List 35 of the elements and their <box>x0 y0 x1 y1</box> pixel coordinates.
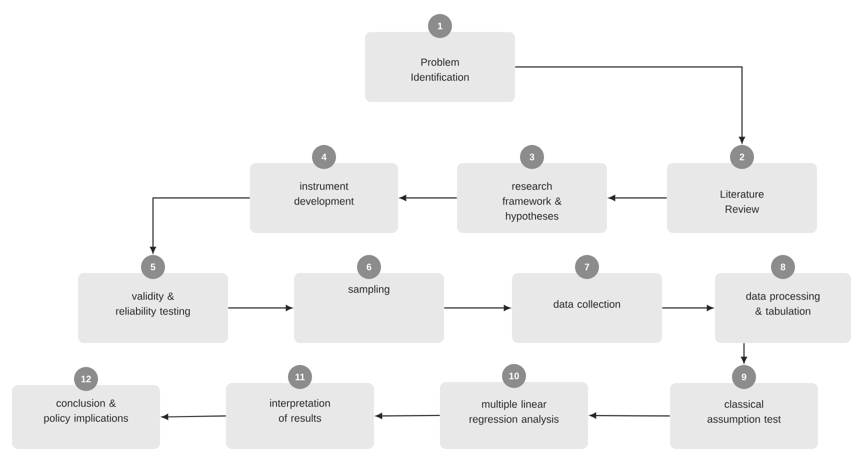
arrow <box>150 197 250 254</box>
arrow <box>608 194 667 201</box>
process-box: conclusion & policy implications <box>12 384 160 449</box>
process-box: interpretation of results <box>226 382 374 449</box>
number-badge: 9 <box>732 364 756 389</box>
number-badge: 2 <box>730 144 754 169</box>
number-badge: 3 <box>520 144 544 169</box>
number-badge: 12 <box>74 366 98 391</box>
arrow <box>228 304 292 311</box>
number-badge: 5 <box>141 254 165 279</box>
process-box: Literature Review <box>667 162 817 233</box>
arrow <box>162 414 226 420</box>
process-box: data processing & tabulation <box>715 272 851 343</box>
arrow <box>515 66 745 144</box>
arrow <box>741 343 747 364</box>
process-box: instrument development <box>250 162 398 233</box>
process-box: multiple linear regression analysis <box>440 382 588 449</box>
number-badge: 1 <box>428 14 452 38</box>
process-box: research framework & hypotheses <box>457 162 607 233</box>
arrow <box>662 304 714 311</box>
number-badge: 8 <box>771 254 795 279</box>
arrow <box>400 194 457 201</box>
number-badge: 10 <box>502 364 526 388</box>
number-badge: 4 <box>312 144 336 169</box>
process-box: classical assumption test <box>670 382 818 449</box>
process-box: Problem Identification <box>365 32 515 102</box>
number-badge: 7 <box>575 254 599 279</box>
arrow <box>590 412 670 419</box>
process-box: data collection <box>512 272 662 343</box>
number-badge: 6 <box>357 254 381 279</box>
arrow <box>376 412 440 419</box>
process-box: validity & reliability testing <box>78 272 228 343</box>
arrow <box>444 304 510 311</box>
process-box: sampling <box>294 272 444 343</box>
number-badge: 11 <box>288 364 312 389</box>
